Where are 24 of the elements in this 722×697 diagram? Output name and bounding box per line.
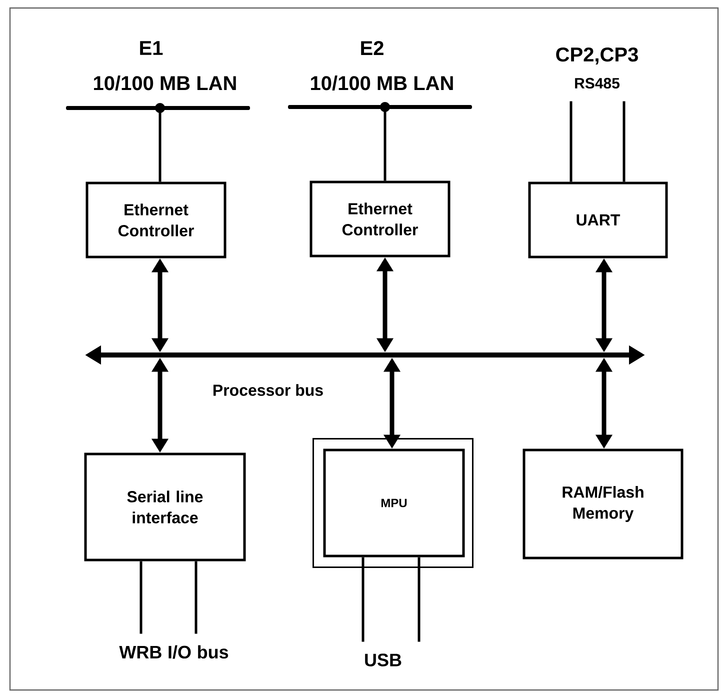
controller-box: Ethernet Controller <box>86 182 226 258</box>
processor-box: MPU <box>312 438 474 568</box>
interface-box: Serial line interface <box>84 452 246 562</box>
port-label: CP2,CP3 RS485 <box>556 47 638 89</box>
memory-box: RAM/Flash Memory <box>522 448 684 560</box>
bus-label: Processor bus <box>214 384 323 396</box>
controller-box: Ethernet Controller <box>310 180 450 258</box>
connector-line <box>140 561 142 634</box>
network-label: 10/100 MB LAN <box>311 76 453 90</box>
connector-line <box>362 557 364 642</box>
connector-line <box>622 101 626 182</box>
connector-line <box>418 557 420 642</box>
network-bar <box>66 103 250 113</box>
network-bar <box>288 102 472 112</box>
connector-line <box>570 101 572 182</box>
network-label: E1 <box>140 41 163 55</box>
bus-label: WRB I/O bus <box>119 645 228 659</box>
connector-line <box>194 561 198 634</box>
network-label: 10/100 MB LAN <box>94 76 236 90</box>
port-label: USB <box>365 654 402 666</box>
network-label: E2 <box>361 41 384 55</box>
connector-line <box>158 110 162 182</box>
connector-line <box>384 109 386 181</box>
uart-box: UART <box>528 182 668 258</box>
